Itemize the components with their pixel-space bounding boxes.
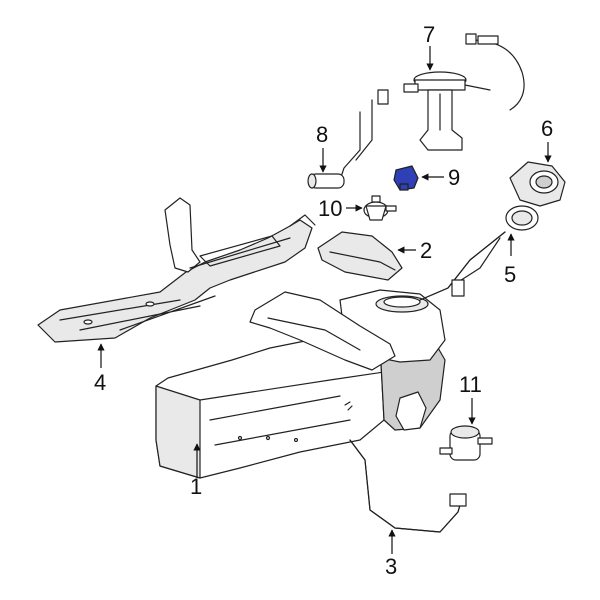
- callout-7[interactable]: 7: [423, 22, 435, 71]
- callout-1[interactable]: 1: [190, 443, 202, 499]
- callout-10[interactable]: 10: [318, 196, 363, 221]
- svg-text:9: 9: [448, 165, 460, 190]
- callouts: 1 2 3 4 5 6 7 8: [94, 22, 553, 579]
- svg-text:7: 7: [423, 22, 435, 47]
- svg-text:8: 8: [316, 122, 328, 147]
- sending-unit: [307, 89, 389, 189]
- svg-text:5: 5: [504, 262, 516, 287]
- svg-text:11: 11: [459, 372, 482, 397]
- fuel-tank: [155, 289, 446, 479]
- filler-pipe: [419, 205, 539, 301]
- callout-11[interactable]: 11: [459, 372, 482, 425]
- heat-shield: [317, 231, 403, 281]
- tank-strap: [349, 439, 467, 533]
- filler-housing: [509, 161, 566, 207]
- callout-8[interactable]: 8: [316, 122, 328, 173]
- svg-text:10: 10: [318, 196, 342, 221]
- svg-text:3: 3: [385, 554, 397, 579]
- fuel-pump-module: [403, 33, 525, 151]
- callout-3[interactable]: 3: [385, 529, 397, 579]
- callout-5[interactable]: 5: [504, 233, 516, 287]
- skid-plate: [37, 197, 316, 343]
- vapor-valve: [363, 195, 397, 221]
- svg-text:6: 6: [541, 116, 553, 141]
- svg-text:2: 2: [420, 238, 432, 263]
- svg-text:1: 1: [190, 474, 202, 499]
- rollover-valve: [393, 165, 419, 191]
- callout-2[interactable]: 2: [397, 238, 432, 263]
- fuel-filter: [439, 425, 493, 461]
- callout-4[interactable]: 4: [94, 343, 106, 395]
- callout-9[interactable]: 9: [421, 165, 460, 190]
- callout-6[interactable]: 6: [541, 116, 553, 163]
- svg-text:4: 4: [94, 370, 106, 395]
